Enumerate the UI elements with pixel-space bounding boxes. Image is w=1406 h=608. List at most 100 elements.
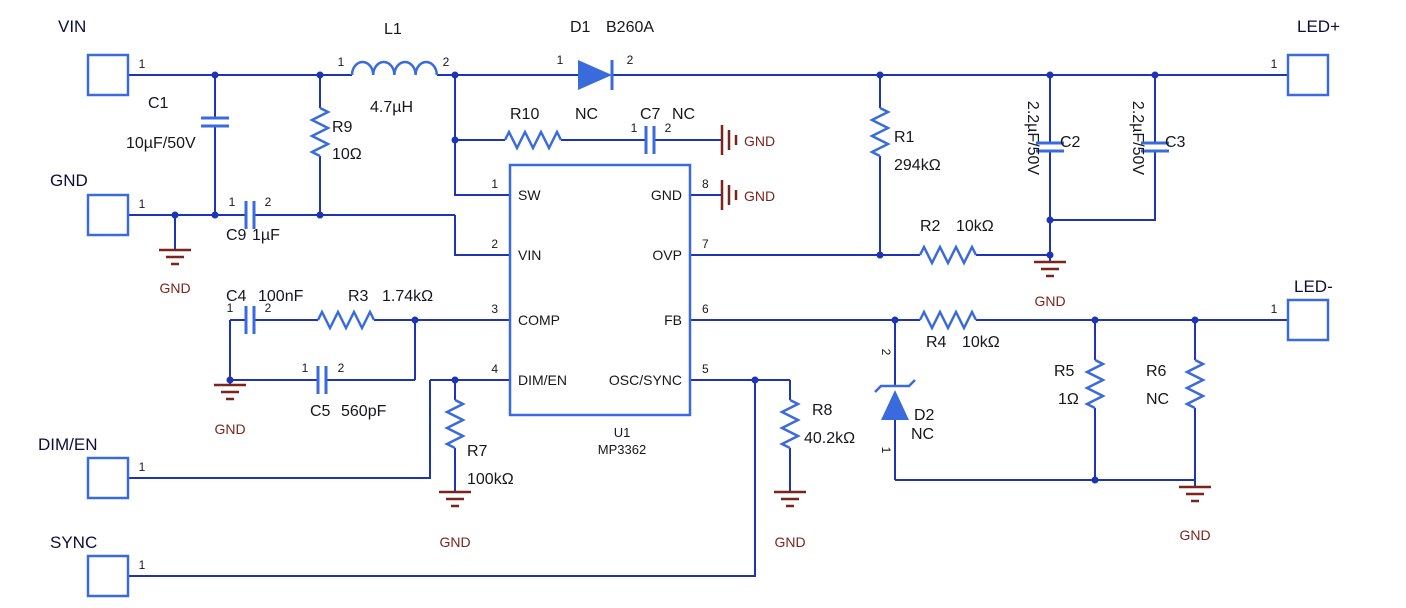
chip-u1-body — [508, 163, 692, 417]
resistor-r1-value: 294kΩ — [894, 157, 941, 174]
diode-d1-pin2: 2 — [627, 53, 634, 67]
capacitor-c7-ref: C7 — [640, 106, 661, 123]
port-sync: SYNC 1 — [50, 533, 146, 598]
resistor-r9: R9 10Ω — [309, 106, 362, 163]
resistor-r5: R5 1Ω — [1054, 358, 1106, 410]
zener-diode-d2-pin1: 1 — [879, 447, 893, 454]
chip-pin-number-6: 6 — [702, 302, 709, 316]
resistor-r5-value: 1Ω — [1058, 391, 1079, 408]
resistor-r6: R6 NC — [1146, 358, 1206, 410]
chip-pin-number-3: 3 — [491, 302, 498, 316]
port-sync-pin-number: 1 — [139, 558, 146, 572]
ground-symbol-sense: GND — [1179, 485, 1211, 543]
ground-symbol-r8: GND — [774, 490, 806, 550]
capacitor-c5-ref: C5 — [310, 403, 331, 420]
capacitor-c1-ref: C1 — [148, 95, 169, 112]
ground-symbol-pin8: GND — [720, 180, 775, 210]
resistor-r4-zigzag — [918, 309, 978, 331]
port-vin-box — [86, 53, 130, 97]
capacitor-c2: C2 2.2µF/50V — [1024, 101, 1081, 175]
resistor-r8-value: 40.2kΩ — [804, 430, 855, 447]
resistor-r6-ref: R6 — [1146, 363, 1167, 380]
resistor-r4-ref: R4 — [926, 334, 947, 351]
chip-pin-number-5: 5 — [702, 362, 709, 376]
port-led-minus-pin-number: 1 — [1271, 302, 1278, 316]
diode-d1-ref: D1 — [570, 19, 591, 36]
port-vin-pin-number: 1 — [139, 57, 146, 71]
resistor-r9-ref: R9 — [332, 119, 353, 136]
capacitor-c5: C5 560pF 1 2 — [302, 361, 387, 420]
zener-diode-d2: D2 NC 2 1 — [874, 349, 935, 454]
resistor-r7-ref: R7 — [467, 443, 488, 460]
ground-symbol-input: GND — [159, 248, 191, 296]
chip-u1: SW VIN COMP DIM/EN GND OVP FB OSC/SYNC 1… — [491, 163, 709, 457]
resistor-r10: R10 NC — [503, 106, 598, 151]
port-led-plus-box — [1286, 53, 1330, 97]
chip-pin-number-8: 8 — [702, 177, 709, 191]
resistor-r6-value: NC — [1146, 391, 1169, 408]
zener-diode-d2-triangle — [881, 390, 909, 420]
chip-pin-name-comp: COMP — [518, 312, 560, 328]
inductor-l1-coil — [350, 60, 439, 76]
ground-symbol-comp: GND — [214, 383, 246, 437]
resistor-r7-zigzag — [444, 398, 466, 450]
chip-pin-name-dim-en: DIM/EN — [518, 372, 567, 388]
capacitor-c7: C7 NC 1 2 — [631, 106, 695, 154]
capacitor-c2-value: 2.2µF/50V — [1024, 101, 1041, 175]
capacitor-c5-pin2: 2 — [338, 361, 345, 375]
capacitor-c1: C1 10µF/50V — [126, 95, 229, 152]
chip-pin-number-7: 7 — [702, 237, 709, 251]
ground-label: GND — [214, 421, 245, 437]
ground-label: GND — [774, 534, 805, 550]
chip-refdes: U1 — [614, 425, 631, 440]
ground-label: GND — [1179, 527, 1210, 543]
capacitor-c9-pin2: 2 — [265, 195, 272, 209]
resistor-r8: R8 40.2kΩ — [779, 398, 855, 450]
capacitor-c9-pin1: 1 — [229, 195, 236, 209]
resistor-r2-value: 10kΩ — [956, 218, 994, 235]
resistor-r1-ref: R1 — [894, 129, 915, 146]
resistor-r9-zigzag — [309, 106, 331, 158]
junction-dots — [171, 71, 1199, 484]
capacitor-c9-value: 1µF — [252, 227, 280, 244]
capacitor-c5-value: 560pF — [341, 403, 387, 420]
chip-pin-name-ovp: OVP — [652, 247, 682, 263]
chip-pin-number-2: 2 — [491, 237, 498, 251]
port-led-plus-label: LED+ — [1297, 17, 1340, 36]
port-led-minus-label: LED- — [1294, 277, 1333, 296]
zener-diode-d2-cathode-bar — [874, 379, 916, 393]
capacitor-c7-pin2: 2 — [665, 121, 672, 135]
capacitor-c4: C4 100nF 1 2 — [226, 288, 304, 334]
resistor-r6-zigzag — [1184, 358, 1206, 410]
resistor-r10-value: NC — [575, 106, 598, 123]
port-gnd-pin-number: 1 — [139, 197, 146, 211]
port-vin-label: VIN — [58, 17, 86, 36]
port-led-plus: LED+ 1 — [1271, 17, 1340, 97]
capacitor-c4-pin1: 1 — [227, 301, 234, 315]
port-dim-en-pin-number: 1 — [139, 460, 146, 474]
capacitor-c3: C3 2.2µF/50V — [1129, 101, 1186, 175]
ground-label: GND — [744, 133, 775, 149]
resistor-r10-zigzag — [503, 129, 563, 151]
ground-label: GND — [744, 188, 775, 204]
capacitor-c1-value: 10µF/50V — [126, 135, 196, 152]
capacitor-c3-ref: C3 — [1165, 134, 1186, 151]
resistor-r8-zigzag — [779, 398, 801, 450]
chip-pin-name-vin: VIN — [518, 247, 541, 263]
zener-diode-d2-pin2: 2 — [879, 349, 893, 356]
resistor-r9-value: 10Ω — [332, 146, 362, 163]
resistor-r1-zigzag — [869, 106, 891, 158]
resistor-r3-ref: R3 — [348, 288, 369, 305]
ground-symbol-c7: GND — [720, 125, 775, 155]
ground-symbol-r7: GND — [439, 490, 471, 550]
resistor-r2-zigzag — [918, 244, 978, 266]
port-dim-en: DIM/EN 1 — [38, 435, 146, 500]
diode-d1-value: B260A — [606, 19, 654, 36]
resistor-r7-value: 100kΩ — [467, 471, 514, 488]
inductor-l1-value: 4.7µH — [370, 99, 413, 116]
resistor-r3-value: 1.74kΩ — [382, 288, 433, 305]
port-dim-en-label: DIM/EN — [38, 435, 98, 454]
capacitor-c7-pin1: 1 — [631, 121, 638, 135]
